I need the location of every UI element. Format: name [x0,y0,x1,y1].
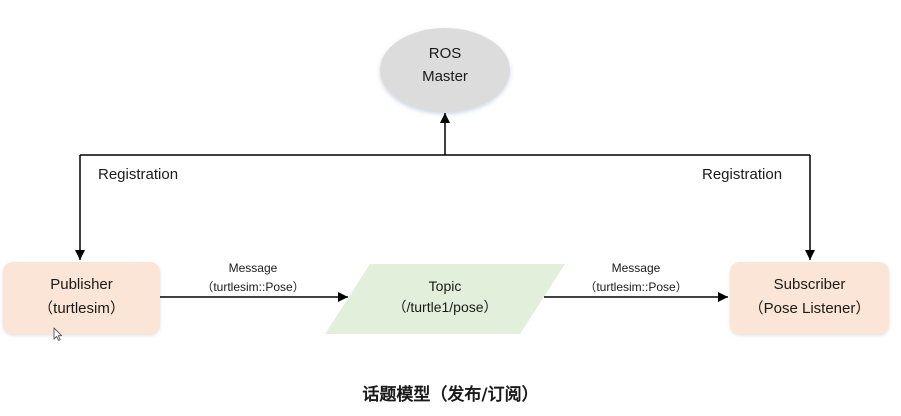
topic-label-line1: Topic [428,278,462,294]
diagram-caption: 话题模型（发布/订阅） [362,385,539,405]
message-label-right-line2: （turtlesim::Pose） [584,280,688,294]
publisher-node [3,262,160,334]
ros-master-label-line1: ROS [428,45,462,62]
subscriber-label: Subscriber （Pose Listener） [730,273,889,321]
message-label-right: Message （turtlesim::Pose） [544,259,728,297]
message-label-left-line1: Message [228,261,278,275]
publisher-label: Publisher （turtlesim） [3,273,160,321]
topic-label-line2: （/turtle1/pose） [392,299,498,315]
topic-node [325,264,565,334]
subscriber-node [730,262,889,334]
message-label-right-line1: Message [611,261,661,275]
mouse-cursor-icon [53,327,63,341]
topic-label: Topic （/turtle1/pose） [345,276,545,318]
registration-label-right: Registration [702,166,783,183]
publisher-label-line2: （turtlesim） [38,300,125,317]
subscriber-label-line1: Subscriber [773,276,846,293]
registration-label-left: Registration [98,166,179,183]
ros-master-label: ROS Master [380,42,510,88]
ros-master-node [380,28,510,112]
message-label-left: Message （turtlesim::Pose） [160,259,346,297]
message-label-left-line2: （turtlesim::Pose） [201,280,305,294]
subscriber-label-line2: （Pose Listener） [748,300,871,317]
publisher-label-line1: Publisher [50,276,113,293]
ros-master-label-line2: Master [422,68,468,85]
